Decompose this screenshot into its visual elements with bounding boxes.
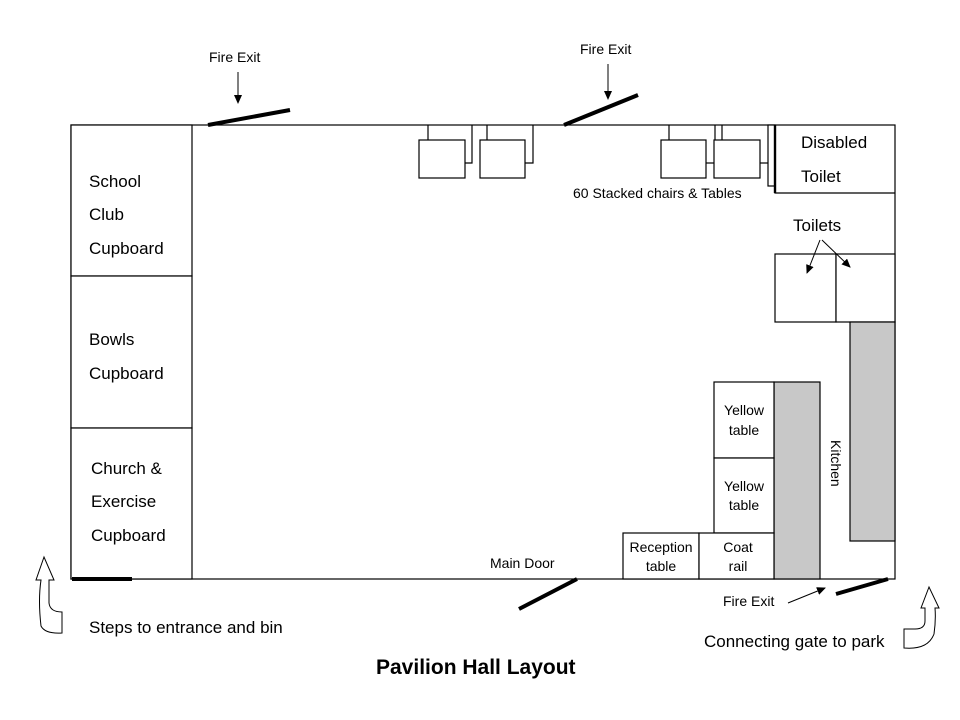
page-title: Pavilion Hall Layout [376, 656, 576, 679]
fire-exit-1-label: Fire Exit [209, 49, 260, 65]
stacked-chairs-group-2 [660, 124, 776, 187]
disabled-toilet-line-2: Toilet [801, 167, 841, 186]
yellow-table-2-line-1: Yellow [724, 478, 765, 494]
reception-line-1: Reception [629, 539, 692, 555]
stacked-chairs-label: 60 Stacked chairs & Tables [573, 185, 742, 201]
arrow-icon [787, 587, 826, 604]
church-line-1: Church & [91, 459, 163, 478]
kitchen-counter-right [849, 321, 896, 542]
church-line-2: Exercise [91, 492, 156, 511]
kitchen-counter-left [773, 381, 821, 580]
school-club-line-1: School [89, 172, 141, 191]
gate-label: Connecting gate to park [704, 632, 885, 651]
fire-exit-2-label: Fire Exit [580, 41, 631, 57]
coat-rail-line-1: Coat [723, 539, 753, 555]
school-club-cupboard: School Club Cupboard [70, 124, 193, 277]
bowls-line-2: Cupboard [89, 364, 164, 383]
coat-rail-line-2: rail [729, 558, 748, 574]
yellow-table-2: Yellow table [713, 457, 775, 534]
bowls-line-1: Bowls [89, 330, 134, 349]
disabled-toilet-line-1: Disabled [801, 133, 867, 152]
yellow-table-1-line-2: table [729, 422, 760, 438]
yellow-table-1: Yellow table [713, 381, 775, 459]
main-door-label: Main Door [490, 555, 555, 571]
toilets-label: Toilets [793, 216, 841, 235]
fire-exit-1-door [207, 108, 291, 127]
bowls-cupboard: Bowls Cupboard [70, 275, 193, 429]
toilets: Toilets [774, 216, 896, 323]
school-club-line-3: Cupboard [89, 239, 164, 258]
disabled-toilet: Disabled Toilet [773, 125, 895, 194]
stacked-chairs-group-1 [418, 125, 534, 179]
arrow-icon [821, 239, 851, 268]
kitchen: Kitchen [773, 321, 896, 580]
curved-up-arrow-icon [903, 585, 940, 649]
arrow-icon [806, 239, 821, 274]
reception-line-2: table [646, 558, 677, 574]
coat-rail: Coat rail [698, 532, 775, 580]
fire-exit-3-label: Fire Exit [723, 593, 774, 609]
kitchen-label: Kitchen [828, 440, 844, 487]
church-exercise-cupboard: Church & Exercise Cupboard [70, 427, 193, 580]
yellow-table-1-line-1: Yellow [724, 402, 765, 418]
yellow-table-2-line-2: table [729, 497, 760, 513]
curved-up-arrow-icon [35, 555, 63, 634]
steps-label: Steps to entrance and bin [89, 618, 283, 637]
main-door [518, 577, 578, 611]
fire-exit-3-door [835, 577, 889, 596]
reception-table: Reception table [622, 532, 700, 580]
fire-exit-2-door [563, 93, 639, 127]
school-club-line-2: Club [89, 205, 124, 224]
church-line-3: Cupboard [91, 526, 166, 545]
